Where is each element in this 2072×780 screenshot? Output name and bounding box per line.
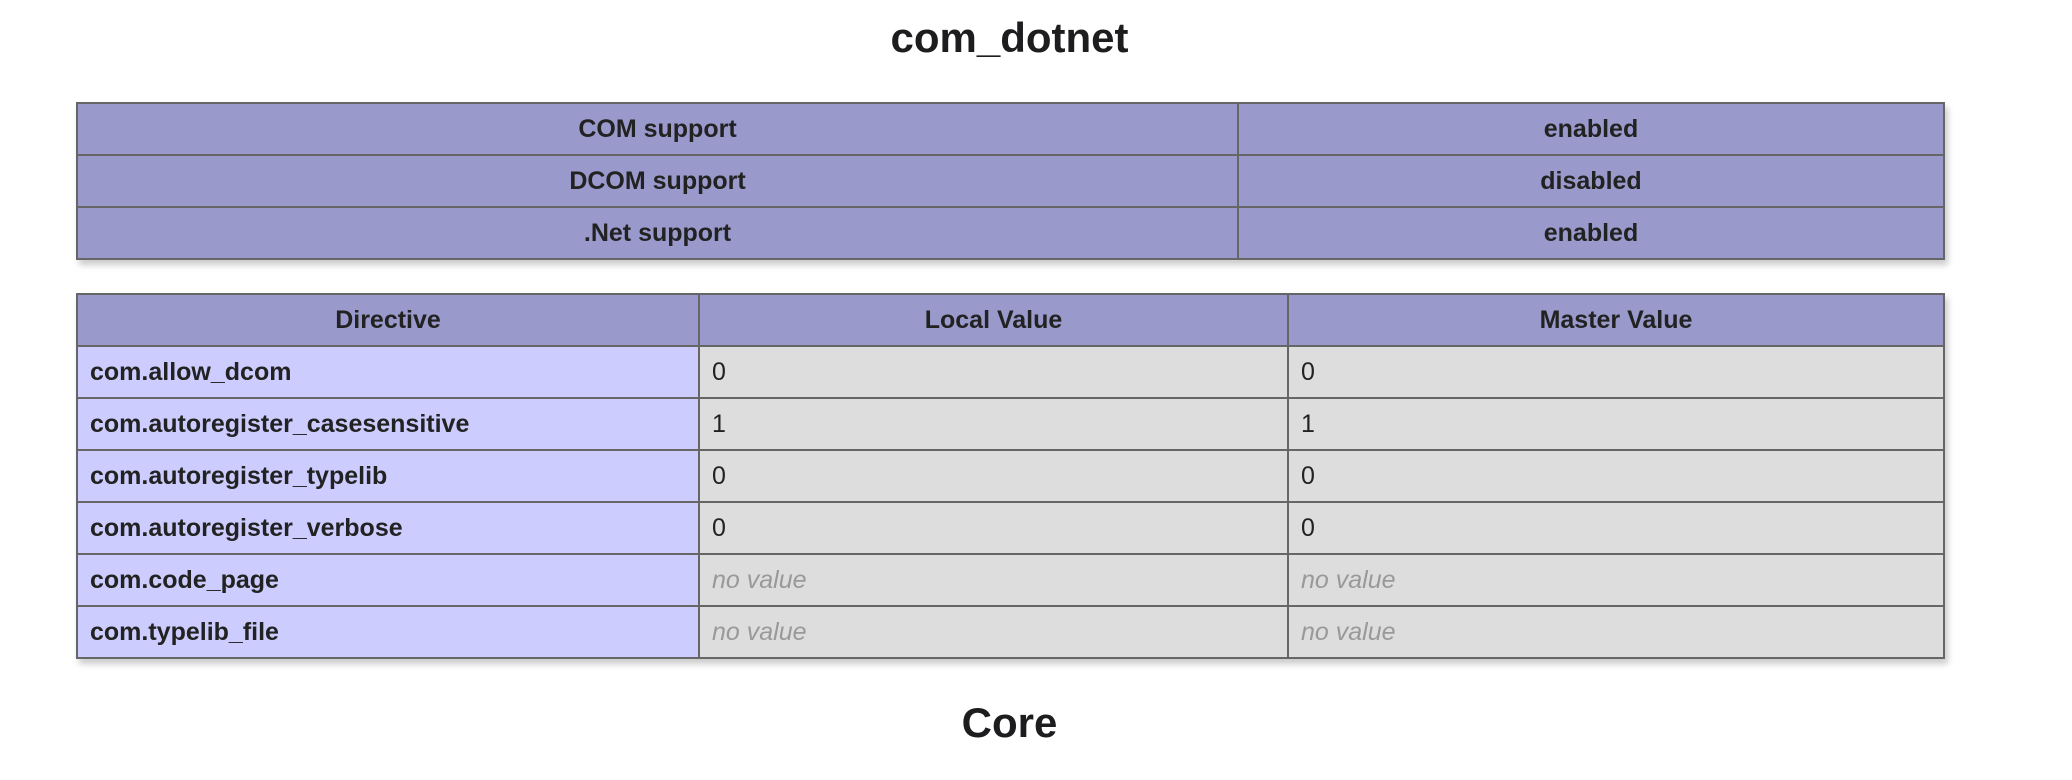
master-value-text: 0 (1301, 358, 1315, 386)
directives-header-row: Directive Local Value Master Value (76, 293, 1945, 347)
column-header-directive: Directive (76, 293, 700, 347)
module-title: com_dotnet (890, 14, 1129, 61)
directive-row: com.code_page no value no value (76, 553, 1945, 607)
master-value-cell: no value (1287, 553, 1945, 607)
phpinfo-content: com_dotnet COM support enabled DCOM supp… (76, 14, 1945, 747)
directive-name-cell: com.typelib_file (76, 605, 700, 659)
column-header-master-value: Master Value (1287, 293, 1945, 347)
master-value-cell: 1 (1287, 397, 1945, 451)
summary-row: DCOM support disabled (76, 154, 1945, 208)
directive-row: com.allow_dcom 0 0 (76, 345, 1945, 399)
local-value-text: 1 (712, 410, 726, 438)
local-value-text: no value (712, 618, 807, 646)
summary-value-cell: disabled (1237, 154, 1945, 208)
master-value-text: 1 (1301, 410, 1315, 438)
next-module-title: Core (961, 699, 1058, 746)
directive-row: com.autoregister_verbose 0 0 (76, 501, 1945, 555)
local-value-cell: 0 (698, 345, 1289, 399)
directive-name-cell: com.code_page (76, 553, 700, 607)
local-value-text: 0 (712, 514, 726, 542)
local-value-text: no value (712, 566, 807, 594)
local-value-cell: 0 (698, 449, 1289, 503)
module-summary-table: COM support enabled DCOM support disable… (76, 102, 1945, 260)
master-value-cell: 0 (1287, 345, 1945, 399)
local-value-cell: 0 (698, 501, 1289, 555)
master-value-text: no value (1301, 618, 1396, 646)
master-value-text: 0 (1301, 462, 1315, 490)
directive-name-cell: com.allow_dcom (76, 345, 700, 399)
directive-name-cell: com.autoregister_typelib (76, 449, 700, 503)
master-value-cell: 0 (1287, 449, 1945, 503)
summary-row: .Net support enabled (76, 206, 1945, 260)
directive-row: com.autoregister_casesensitive 1 1 (76, 397, 1945, 451)
local-value-cell: no value (698, 605, 1289, 659)
summary-value-cell: enabled (1237, 102, 1945, 156)
directive-row: com.typelib_file no value no value (76, 605, 1945, 659)
local-value-cell: 1 (698, 397, 1289, 451)
column-header-local-value: Local Value (698, 293, 1289, 347)
local-value-text: 0 (712, 462, 726, 490)
master-value-cell: no value (1287, 605, 1945, 659)
summary-row: COM support enabled (76, 102, 1945, 156)
directive-row: com.autoregister_typelib 0 0 (76, 449, 1945, 503)
master-value-cell: 0 (1287, 501, 1945, 555)
summary-label-cell: DCOM support (76, 154, 1239, 208)
summary-label-cell: .Net support (76, 206, 1239, 260)
summary-value-cell: enabled (1237, 206, 1945, 260)
local-value-text: 0 (712, 358, 726, 386)
master-value-text: 0 (1301, 514, 1315, 542)
master-value-text: no value (1301, 566, 1396, 594)
summary-label-cell: COM support (76, 102, 1239, 156)
directive-name-cell: com.autoregister_casesensitive (76, 397, 700, 451)
directive-name-cell: com.autoregister_verbose (76, 501, 700, 555)
local-value-cell: no value (698, 553, 1289, 607)
directives-table: Directive Local Value Master Value com.a… (76, 293, 1945, 659)
